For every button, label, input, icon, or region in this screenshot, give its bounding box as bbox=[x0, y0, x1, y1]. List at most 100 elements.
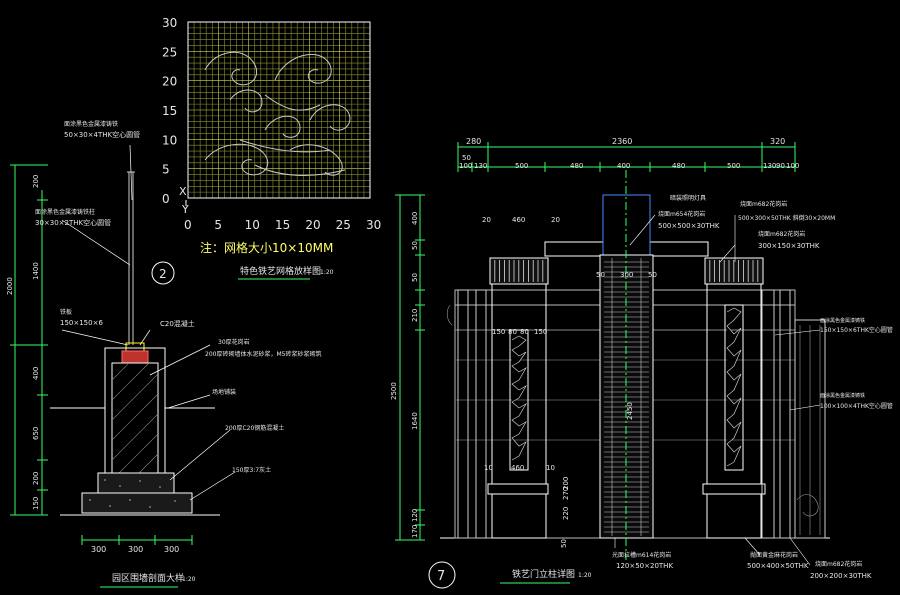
gate-left-dim: 210 bbox=[411, 309, 419, 322]
gate-scale: 1:20 bbox=[578, 572, 592, 579]
gate-topdim-1: 280 bbox=[466, 137, 481, 146]
gate-topdim-2: 2360 bbox=[612, 137, 632, 146]
gate-left-dim: 120 bbox=[411, 509, 419, 522]
gate-left-dim: 2500 bbox=[390, 382, 398, 400]
grid-axis-y: Y bbox=[181, 203, 189, 216]
wall-dim-h-1: 300 bbox=[91, 545, 106, 554]
wall-dim-h-3: 300 bbox=[164, 545, 179, 554]
gate-topdim-3: 320 bbox=[770, 137, 785, 146]
gate-mid-dim: 400 bbox=[617, 162, 630, 170]
gate-inner-dim: 50 bbox=[596, 271, 605, 279]
gate-label-cap-r-spec: 500×300×50THK 斜倒30×20MM bbox=[738, 214, 835, 222]
grid-x-tick: 20 bbox=[305, 218, 320, 232]
grid-x-tick: 25 bbox=[336, 218, 351, 232]
gate-label-rpost-spec: 150×150×6THK空心圆管 bbox=[820, 326, 893, 334]
gate-mid-dim: 100 bbox=[459, 162, 472, 170]
scroll-ornament bbox=[204, 51, 351, 176]
wall-label-post: 面涂黑色金属漆铸铁柱 bbox=[35, 208, 95, 216]
wall-bubble-num: 2 bbox=[159, 267, 167, 281]
gate-label-cap-r2-spec: 300×150×30THK bbox=[758, 242, 820, 250]
grid-y-tick: 0 bbox=[162, 192, 170, 206]
wall-scale: 1:20 bbox=[182, 576, 196, 583]
gate-left-dim: 400 bbox=[411, 212, 419, 225]
gate-mid-dim: 500 bbox=[727, 162, 740, 170]
cap-flutes bbox=[494, 260, 759, 282]
grid-frame bbox=[187, 21, 371, 199]
wall-label-footing: 200厚C20钢筋混凝土 bbox=[225, 424, 284, 432]
gate-label-br-spec: 200×200×30THK bbox=[810, 572, 872, 580]
grid-y-tick: 15 bbox=[162, 104, 177, 118]
gate-mid-dim: 90 bbox=[776, 162, 785, 170]
grid-y-tick: 10 bbox=[162, 133, 177, 147]
gate-bubble bbox=[428, 561, 456, 589]
wall-label-pier1: 30厚花岗岩 bbox=[218, 338, 250, 346]
gate-inner-dim: 50 bbox=[648, 271, 657, 279]
grid-scale: 1:20 bbox=[320, 269, 334, 276]
grid-y-tick: 20 bbox=[162, 75, 177, 89]
gate-inner-dim: 10 bbox=[546, 464, 555, 472]
grid-lines bbox=[187, 21, 371, 199]
gate-label-top-note: 暗装照明灯具 bbox=[670, 194, 706, 202]
wall-dim-v-6: 200 bbox=[32, 472, 40, 485]
wall-label-rail: 面涂黑色金属漆铸铁 bbox=[64, 120, 118, 128]
wall-label-pier2: 200厚砖砌墙体水泥砂浆，M5砖浆砂浆砌筑 bbox=[205, 350, 321, 358]
gate-mid-dim: 480 bbox=[672, 162, 685, 170]
gate-mid-dim: 480 bbox=[570, 162, 583, 170]
gate-mid-dim: 130 bbox=[763, 162, 776, 170]
gate-left-dim: 1640 bbox=[411, 412, 419, 430]
gate-inner-dim: 150 bbox=[492, 328, 505, 336]
gate-mid-dim: 500 bbox=[515, 162, 528, 170]
wall-title: 园区围墙剖面大样 bbox=[112, 572, 184, 584]
footing-texture bbox=[89, 479, 176, 508]
wall-label-gravel: 150厚3:7灰土 bbox=[232, 466, 271, 474]
gate-label-rpost2-spec: 100×100×4THK空心圆管 bbox=[820, 402, 893, 410]
gate-inner-dim: 20 bbox=[482, 216, 491, 224]
wall-dim-v-2: 1400 bbox=[32, 262, 40, 280]
wall-dim-v-1: 200 bbox=[32, 175, 40, 188]
wall-dim-h-2: 300 bbox=[128, 545, 143, 554]
wall-section: 200 1400 2000 400 650 200 150 bbox=[6, 120, 321, 588]
gate-inner-dim: 200 bbox=[562, 477, 570, 490]
grid-y-tick: 25 bbox=[162, 45, 177, 59]
gate-bubble-num: 7 bbox=[437, 569, 445, 584]
gate-mid-dim: 130 bbox=[474, 162, 487, 170]
gate-inner-dim: 2450 bbox=[626, 402, 634, 420]
wall-dim-v-3: 2000 bbox=[6, 277, 14, 295]
gate-inner-dim: 270 bbox=[562, 487, 570, 500]
grid-x-tick: 15 bbox=[275, 218, 290, 232]
gate-label-br: 烧面m682花岗岩 bbox=[815, 560, 862, 568]
wall-label-cap: 铁板 bbox=[60, 308, 72, 316]
pier-hatch bbox=[111, 362, 159, 474]
wall-bubble bbox=[151, 261, 175, 285]
wall-label-concrete: C20混凝土 bbox=[160, 319, 195, 328]
gate-inner-dim: 80 bbox=[508, 328, 517, 336]
gate-label-rpost: 面涂黑色金属漆铸铁 bbox=[820, 317, 865, 324]
gate-left-dim: 170 bbox=[411, 525, 419, 538]
grid-y-tick-labels: 30 25 20 15 10 5 0 bbox=[162, 16, 177, 206]
gate-inner-dim: 220 bbox=[562, 507, 570, 520]
grid-x-tick: 10 bbox=[245, 218, 260, 232]
gate-inner-dim: 50 bbox=[560, 539, 568, 548]
wall-label-cap-spec: 150×150×6 bbox=[60, 319, 103, 327]
grid-x-tick: 5 bbox=[214, 218, 222, 232]
grid-y-tick: 5 bbox=[162, 163, 170, 177]
gate-mid-dim: 100 bbox=[786, 162, 799, 170]
gate-label-bm: 抛面黄金麻花岗岩 bbox=[750, 551, 798, 559]
gate-label-top-stone-spec: 500×500×30THK bbox=[658, 222, 720, 230]
gate-inner-dim: 150 bbox=[534, 328, 547, 336]
gate-label-cap-r: 烧面m682花岗岩 bbox=[740, 200, 787, 208]
gate-label-cap-r2: 烧面m682花岗岩 bbox=[758, 230, 805, 238]
gate-left-dim: 50 bbox=[411, 273, 419, 282]
wall-dim-v-7: 150 bbox=[32, 497, 40, 510]
gate-label-bl: 光面拉槽m614花岗岩 bbox=[612, 551, 671, 559]
grid-y-tick: 30 bbox=[162, 16, 177, 30]
grid-title: 特色铁艺网格放样图 bbox=[240, 265, 321, 277]
wall-dim-v-5: 650 bbox=[32, 427, 40, 440]
